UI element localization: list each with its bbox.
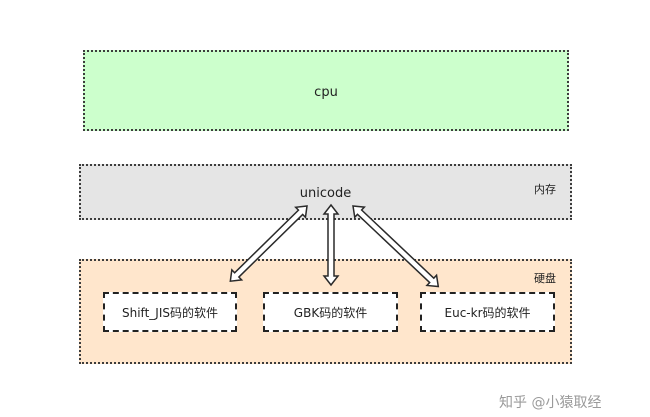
euc-kr-software-label: Euc-kr码的软件 — [444, 305, 531, 320]
disk-label: 硬盘 — [534, 272, 556, 285]
watermark: 知乎 @小猿取经 — [499, 395, 602, 411]
memory-layer: unicode 内存 — [79, 164, 572, 220]
shift-jis-software-box: Shift_JIS码的软件 — [103, 292, 237, 332]
gbk-software-box: GBK码的软件 — [263, 292, 398, 332]
unicode-euc-kr-double-arrow — [352, 205, 440, 288]
unicode-sjis-double-arrow — [229, 205, 308, 283]
shift-jis-software-label: Shift_JIS码的软件 — [122, 305, 218, 320]
cpu-label: cpu — [314, 85, 338, 100]
gbk-software-label: GBK码的软件 — [293, 305, 368, 320]
unicode-label: unicode — [299, 186, 352, 201]
euc-kr-software-box: Euc-kr码的软件 — [420, 292, 555, 332]
memory-label: 内存 — [534, 183, 556, 196]
unicode-gbk-double-arrow — [322, 203, 340, 287]
cpu-layer: cpu — [83, 50, 569, 131]
